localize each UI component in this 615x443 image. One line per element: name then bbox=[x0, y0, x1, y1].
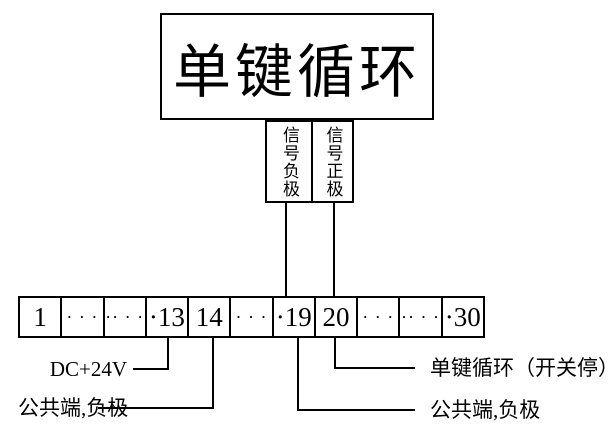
wire-signal-positive bbox=[333, 202, 335, 296]
terminal-cell-ellipsis: · · · bbox=[358, 298, 401, 336]
terminal-cell-14: 14 bbox=[189, 298, 232, 336]
wire-signal-negative bbox=[285, 202, 287, 296]
single-key-mode-label: 单键循环（开关停） bbox=[430, 356, 615, 380]
common-negative-right-label: 公共端,负极 bbox=[430, 398, 541, 422]
wire-terminal13-horizontal bbox=[133, 368, 169, 370]
signal-positive-label: 信号正极 bbox=[323, 125, 343, 198]
terminal-cell-ellipsis: ·· · · bbox=[400, 298, 443, 336]
terminal-cell-1: 1 bbox=[20, 298, 63, 336]
device-label: 单键循环 bbox=[172, 39, 421, 105]
common-negative-left-label: 公共端,负极 bbox=[18, 396, 129, 420]
device-box: 单键循环 bbox=[160, 13, 434, 120]
signal-negative-label: 信号负极 bbox=[280, 125, 299, 198]
wire-terminal19-vertical bbox=[297, 338, 299, 411]
terminal-cell-ellipsis: · · · bbox=[62, 298, 105, 336]
terminal-cell-19: ·19 bbox=[274, 298, 316, 336]
wire-terminal19-horizontal bbox=[297, 409, 415, 411]
wire-terminal20-vertical bbox=[334, 338, 336, 369]
wire-terminal14-horizontal bbox=[98, 407, 214, 409]
wire-terminal14-vertical bbox=[212, 338, 214, 409]
power-label: DC+24V bbox=[49, 357, 127, 381]
signal-terminal-labels: 信号负极 信号正极 bbox=[265, 120, 354, 203]
terminal-strip: 1 · · · ·· · · ·13 14 · · · ·19 20 · · ·… bbox=[18, 296, 485, 338]
wire-terminal20-horizontal bbox=[335, 367, 415, 369]
terminal-cell-30: ·30 bbox=[444, 301, 481, 332]
terminal-cell-ellipsis: · · · bbox=[231, 298, 274, 336]
signal-negative-box: 信号负极 bbox=[267, 122, 311, 201]
signal-positive-box: 信号正极 bbox=[311, 122, 352, 201]
terminal-cell-ellipsis: ·· · · bbox=[105, 298, 147, 336]
terminal-cell-13: ·13 bbox=[147, 298, 190, 336]
terminal-cell-20: 20 bbox=[316, 298, 359, 336]
wire-terminal13-vertical bbox=[167, 338, 169, 370]
